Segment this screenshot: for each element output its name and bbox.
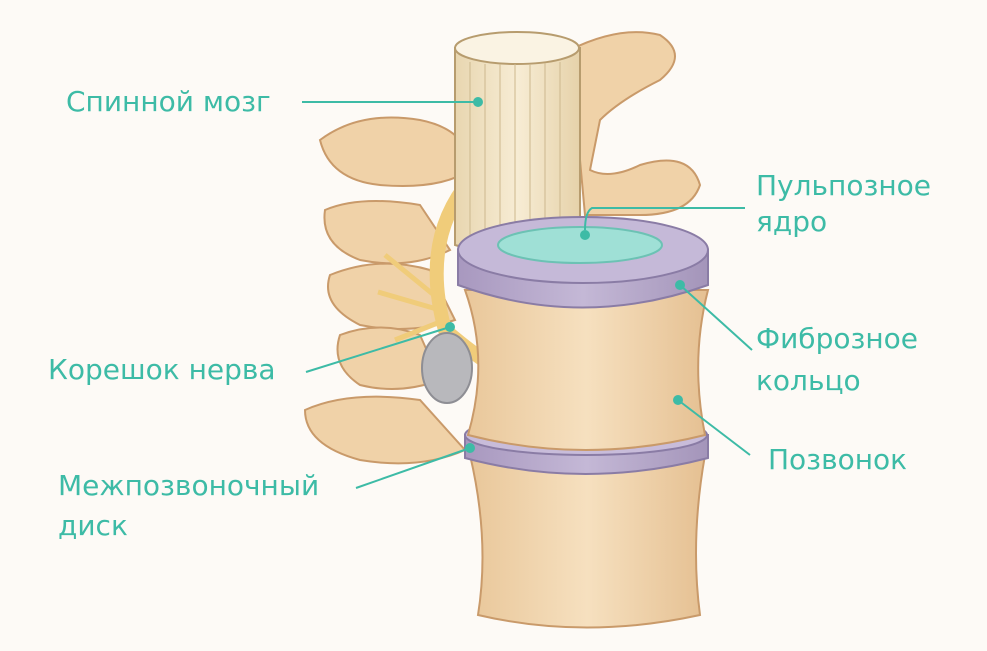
label-spinal-cord: Спинной мозг bbox=[66, 85, 271, 118]
ganglion bbox=[421, 332, 473, 404]
leader-lines bbox=[302, 101, 753, 489]
label-annulus-line1: Фиброзное bbox=[756, 322, 919, 355]
label-disc-line1: Межпозвоночный bbox=[58, 469, 320, 502]
leader-dots bbox=[445, 97, 685, 453]
label-annulus: Фиброзное кольцо bbox=[756, 318, 918, 402]
lower-vertebra bbox=[468, 454, 707, 629]
label-nucleus-line1: Пульпозное bbox=[756, 169, 932, 202]
upper-disc bbox=[457, 216, 709, 309]
label-nucleus-line2: ядро bbox=[756, 205, 828, 238]
nucleus bbox=[497, 226, 663, 264]
vertebra-body bbox=[463, 289, 710, 451]
label-disc: Межпозвоночный диск bbox=[58, 466, 319, 546]
label-nerve-root: Корешок нерва bbox=[48, 353, 276, 386]
label-vertebra: Позвонок bbox=[768, 443, 908, 476]
label-disc-line2: диск bbox=[58, 509, 128, 542]
label-annulus-line2: кольцо bbox=[756, 364, 861, 397]
label-nucleus: Пульпозное ядро bbox=[756, 168, 931, 240]
